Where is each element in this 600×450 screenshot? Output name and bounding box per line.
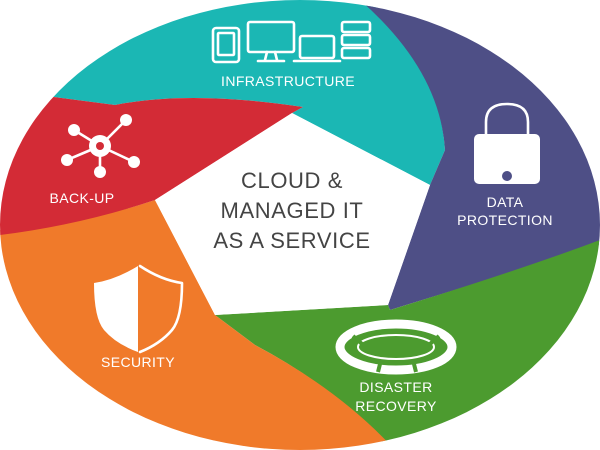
shield-icon bbox=[94, 264, 184, 354]
network-hub-icon bbox=[61, 114, 140, 178]
center-pentagon bbox=[155, 113, 430, 315]
segment-security bbox=[0, 200, 395, 450]
label-disaster-recovery-line-2: RECOVERY bbox=[355, 398, 437, 414]
center-line-3: AS A SERVICE bbox=[213, 228, 370, 253]
life-ring-icon bbox=[335, 319, 457, 375]
label-infrastructure: INFRASTRUCTURE bbox=[221, 73, 355, 89]
center-line-1: CLOUD & bbox=[241, 168, 343, 193]
label-data-protection-line-1: DATA bbox=[487, 194, 524, 210]
center-title: CLOUD & MANAGED IT AS A SERVICE bbox=[213, 168, 370, 253]
label-disaster-recovery-line-1: DISASTER bbox=[359, 379, 432, 395]
padlock-icon bbox=[474, 102, 540, 184]
label-security: SECURITY bbox=[101, 354, 175, 370]
label-back-up: BACK-UP bbox=[49, 190, 114, 206]
label-data-protection-line-2: PROTECTION bbox=[457, 212, 553, 228]
center-line-2: MANAGED IT bbox=[221, 198, 364, 223]
computers-icon bbox=[211, 20, 372, 64]
